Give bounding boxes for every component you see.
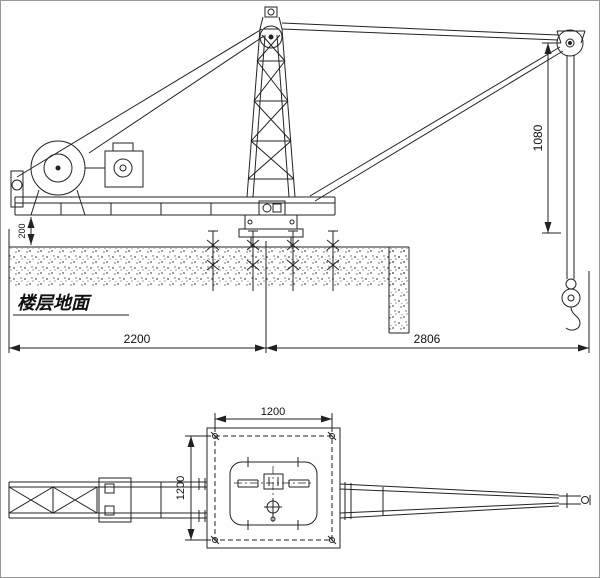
base-plate xyxy=(206,427,341,549)
ground-hatch xyxy=(9,246,410,334)
mast-top-pin xyxy=(267,8,275,16)
right-boom-plan xyxy=(339,482,591,520)
plan-view: 1200 1200 xyxy=(8,406,591,549)
dim-2806-label: 2806 xyxy=(414,332,441,346)
hook-block xyxy=(561,55,581,331)
mast-top-pulley xyxy=(259,25,283,49)
dim-2200-label: 2200 xyxy=(124,332,151,346)
hoist-cables-left xyxy=(16,28,265,178)
dim-base-height-label: 200 xyxy=(17,223,27,238)
dim-1080: 1080 xyxy=(531,42,561,234)
dim-1200-h-label: 1200 xyxy=(261,406,285,418)
dim-1200-horizontal: 1200 xyxy=(214,406,333,432)
side-elevation-view: 1080 200 2200 2806 楼层地面 xyxy=(8,6,590,353)
floor-label: 楼层地面 xyxy=(17,293,92,313)
anchor-bolts xyxy=(210,431,337,545)
dim-1200-v-label: 1200 xyxy=(175,476,187,500)
dim-1200-vertical: 1200 xyxy=(175,435,211,541)
dim-spans: 2200 2806 xyxy=(8,229,590,353)
left-boom-plan xyxy=(8,477,207,523)
slewing-base xyxy=(238,200,304,248)
left-guide-bracket xyxy=(10,170,24,208)
dim-1080-label: 1080 xyxy=(531,124,545,151)
base-frame xyxy=(14,196,336,216)
ground-anchors xyxy=(206,230,340,291)
dim-base-height: 200 xyxy=(17,217,35,245)
floor-label-group: 楼层地面 xyxy=(13,293,129,316)
head-pulley xyxy=(556,29,586,57)
jib-tie-bar xyxy=(281,22,559,41)
jib-boom xyxy=(309,46,564,202)
slewing-unit-plan xyxy=(229,457,318,530)
winch-motor xyxy=(85,142,144,188)
